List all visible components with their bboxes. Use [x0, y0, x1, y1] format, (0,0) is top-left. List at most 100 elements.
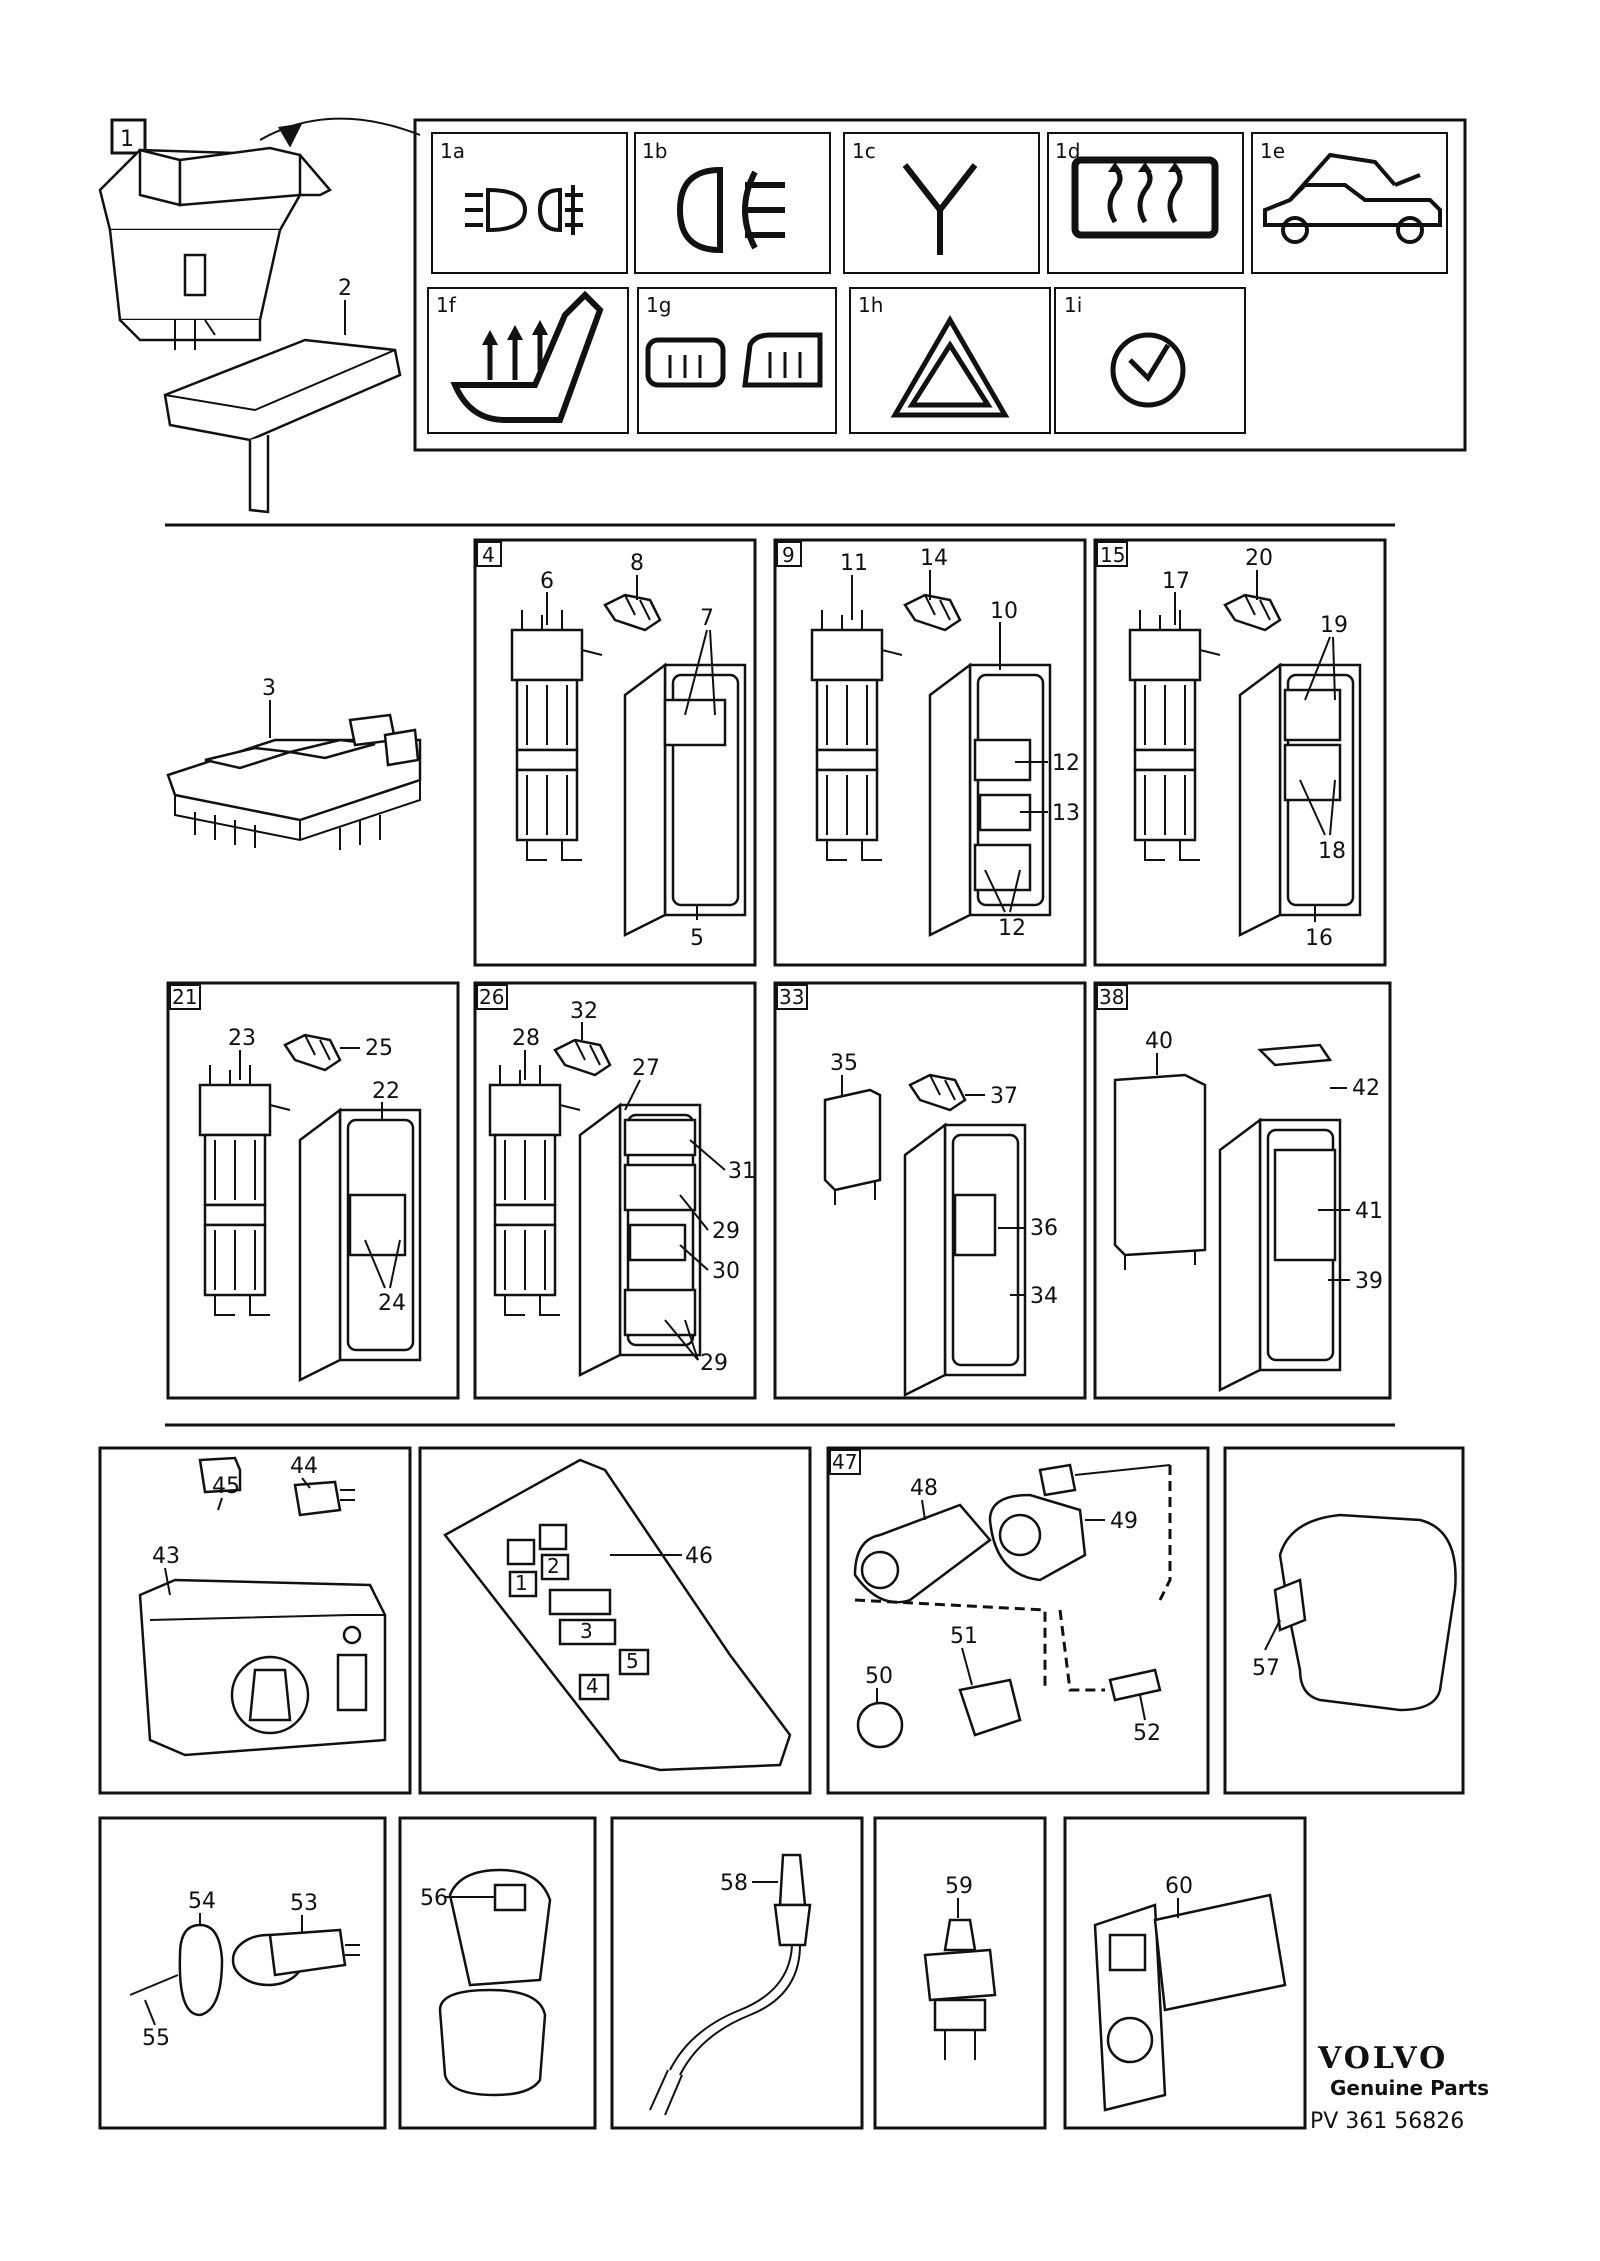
svg-text:26: 26 [479, 985, 504, 1009]
svg-text:58: 58 [720, 1871, 748, 1896]
fog-light-icon [465, 185, 583, 235]
group-47: 47 48 49 50 51 52 [826, 1446, 1210, 1795]
group-33: 33 35 37 36 34 [773, 981, 1087, 1400]
svg-text:1g: 1g [646, 293, 671, 317]
svg-text:4: 4 [586, 1674, 599, 1698]
brand-logo: VOLVO [1317, 2041, 1448, 2076]
rear-window-defrost-icon [1071, 156, 1219, 239]
group-light-switch: 43 44 45 [98, 1446, 412, 1795]
symbol-cell-1e: 1e [1251, 132, 1448, 274]
symbol-cell-1c: 1c [843, 132, 1040, 274]
svg-text:40: 40 [1145, 1029, 1173, 1054]
svg-text:53: 53 [290, 1891, 318, 1916]
svg-text:7: 7 [700, 606, 714, 631]
hazard-warning-icon [890, 315, 1010, 418]
svg-text:29: 29 [712, 1219, 740, 1244]
group-4: 4 6 8 7 5 [473, 538, 757, 967]
symbol-cell-1d: 1d [1047, 132, 1244, 274]
svg-text:1c: 1c [852, 139, 876, 163]
svg-text:1h: 1h [858, 293, 883, 317]
group-1: 1 2 [98, 117, 1467, 514]
part-code: PV 361 56826 [1310, 2109, 1464, 2134]
svg-text:39: 39 [1355, 1269, 1383, 1294]
svg-text:17: 17 [1162, 569, 1190, 594]
svg-text:32: 32 [570, 999, 598, 1024]
svg-text:38: 38 [1099, 985, 1124, 1009]
genuine-parts-label: Genuine Parts [1330, 2076, 1489, 2100]
group-58: 58 [610, 1816, 864, 2130]
svg-text:51: 51 [950, 1624, 978, 1649]
svg-text:34: 34 [1030, 1284, 1058, 1309]
group-38: 38 40 42 41 39 [1093, 981, 1392, 1400]
svg-text:3: 3 [580, 1619, 593, 1643]
svg-text:1b: 1b [642, 139, 667, 163]
svg-text:20: 20 [1245, 546, 1273, 571]
rear-fog-light-icon [676, 166, 785, 254]
svg-text:31: 31 [728, 1159, 756, 1184]
svg-text:30: 30 [712, 1259, 740, 1284]
antenna-icon [902, 163, 978, 255]
svg-text:1f: 1f [436, 293, 457, 317]
svg-text:14: 14 [920, 546, 948, 571]
svg-text:22: 22 [372, 1079, 400, 1104]
svg-text:59: 59 [945, 1874, 973, 1899]
svg-text:25: 25 [365, 1036, 393, 1061]
svg-text:50: 50 [865, 1664, 893, 1689]
callout-2: 2 [338, 276, 352, 301]
window-switch-block-icon [166, 713, 422, 850]
group-door-switch: 54 53 55 [98, 1816, 387, 2130]
group-59: 59 [873, 1816, 1047, 2130]
svg-text:37: 37 [990, 1084, 1018, 1109]
svg-text:6: 6 [540, 569, 554, 594]
convertible-roof-icon [1263, 152, 1442, 244]
svg-text:16: 16 [1305, 926, 1333, 951]
svg-text:28: 28 [512, 1026, 540, 1051]
clock-icon [1110, 332, 1186, 408]
svg-text:55: 55 [142, 2026, 170, 2051]
svg-text:1e: 1e [1260, 139, 1285, 163]
heated-mirror-icon [645, 332, 823, 388]
group-label-box [110, 118, 147, 155]
svg-text:41: 41 [1355, 1199, 1383, 1224]
svg-text:42: 42 [1352, 1076, 1380, 1101]
heated-seat-icon [450, 290, 604, 423]
group-60: 60 [1063, 1816, 1307, 2130]
svg-text:52: 52 [1133, 1721, 1161, 1746]
svg-text:24: 24 [378, 1291, 406, 1316]
group-9: 9 11 14 10 12 13 12 [773, 538, 1087, 967]
svg-text:47: 47 [832, 1450, 857, 1474]
svg-text:56: 56 [420, 1886, 448, 1911]
symbol-frame [413, 118, 1467, 452]
svg-text:27: 27 [632, 1056, 660, 1081]
switch-cover-icon [163, 338, 402, 514]
panel-46-keys: 1 2 3 4 5 [506, 1523, 650, 1701]
svg-text:10: 10 [990, 599, 1018, 624]
svg-text:11: 11 [840, 551, 868, 576]
group-label: 1 [120, 127, 134, 152]
svg-text:45: 45 [212, 1474, 240, 1499]
symbol-cell-1h: 1h [849, 287, 1051, 434]
svg-text:46: 46 [685, 1544, 713, 1569]
symbol-cell-1f: 1f [427, 287, 629, 434]
footer: VOLVO Genuine Parts PV 361 56826 [1310, 2041, 1489, 2134]
callout-3: 3 [262, 676, 276, 701]
svg-text:1: 1 [515, 1571, 528, 1595]
svg-text:1a: 1a [440, 139, 465, 163]
svg-text:5: 5 [626, 1649, 639, 1673]
group-46: 1 2 3 4 5 46 [418, 1446, 812, 1795]
svg-text:23: 23 [228, 1026, 256, 1051]
svg-text:1i: 1i [1064, 293, 1082, 317]
svg-text:36: 36 [1030, 1216, 1058, 1241]
symbol-cell-1a: 1a [431, 132, 628, 274]
svg-text:5: 5 [690, 926, 704, 951]
svg-text:48: 48 [910, 1476, 938, 1501]
svg-text:57: 57 [1252, 1656, 1280, 1681]
symbol-cell-1g: 1g [637, 287, 837, 434]
svg-text:15: 15 [1100, 543, 1125, 567]
svg-text:29: 29 [700, 1351, 728, 1376]
symbol-cell-1i: 1i [1054, 287, 1246, 434]
group-15: 15 17 20 19 18 16 [1093, 538, 1387, 967]
svg-text:18: 18 [1318, 839, 1346, 864]
svg-text:13: 13 [1052, 801, 1080, 826]
svg-text:9: 9 [782, 543, 795, 567]
